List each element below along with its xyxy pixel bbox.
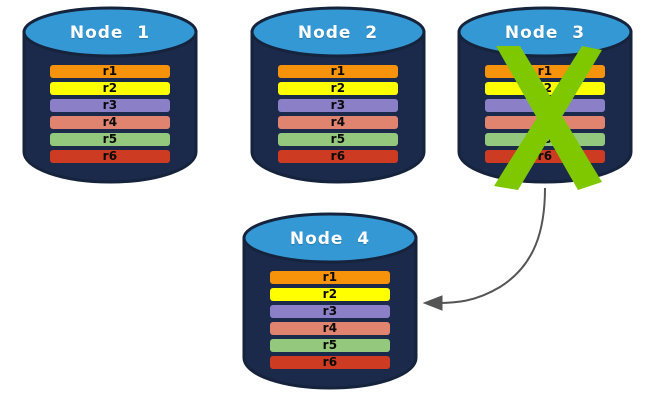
record-r4[interactable]: r4	[278, 116, 398, 129]
arrow-path	[436, 187, 546, 304]
record-r5[interactable]: r5	[278, 133, 398, 146]
record-r2[interactable]: r2	[270, 288, 390, 301]
record-r6[interactable]: r6	[485, 150, 605, 163]
record-r6[interactable]: r6	[50, 150, 170, 163]
cylinder-top-ellipse	[250, 6, 426, 58]
record-r3[interactable]: r3	[278, 99, 398, 112]
record-r2[interactable]: r2	[278, 82, 398, 95]
record-r6[interactable]: r6	[278, 150, 398, 163]
node-2[interactable]: Node 2 r1 r2 r3 r4 r5 r6	[250, 6, 426, 188]
node-1[interactable]: Node 1 r1 r2 r3 r4 r5 r6	[22, 6, 198, 188]
record-r4[interactable]: r4	[50, 116, 170, 129]
node-4[interactable]: Node 4 r1 r2 r3 r4 r5 r6	[242, 212, 418, 394]
cylinder-top-ellipse	[457, 6, 633, 58]
record-r5[interactable]: r5	[50, 133, 170, 146]
record-r5[interactable]: r5	[270, 339, 390, 352]
record-r4[interactable]: r4	[485, 116, 605, 129]
record-r3[interactable]: r3	[485, 99, 605, 112]
record-r4[interactable]: r4	[270, 322, 390, 335]
record-r1[interactable]: r1	[485, 65, 605, 78]
record-r1[interactable]: r1	[50, 65, 170, 78]
record-r1[interactable]: r1	[278, 65, 398, 78]
record-r1[interactable]: r1	[270, 271, 390, 284]
record-r3[interactable]: r3	[270, 305, 390, 318]
record-r2[interactable]: r2	[50, 82, 170, 95]
record-r3[interactable]: r3	[50, 99, 170, 112]
record-r2[interactable]: r2	[485, 82, 605, 95]
cylinder-top-ellipse	[22, 6, 198, 58]
record-r5[interactable]: r5	[485, 133, 605, 146]
arrow-head	[422, 295, 443, 311]
cylinder-top-ellipse	[242, 212, 418, 264]
node-3[interactable]: Node 3 r1 r2 r3 r4 r5 r6	[457, 6, 633, 190]
record-r6[interactable]: r6	[270, 356, 390, 369]
